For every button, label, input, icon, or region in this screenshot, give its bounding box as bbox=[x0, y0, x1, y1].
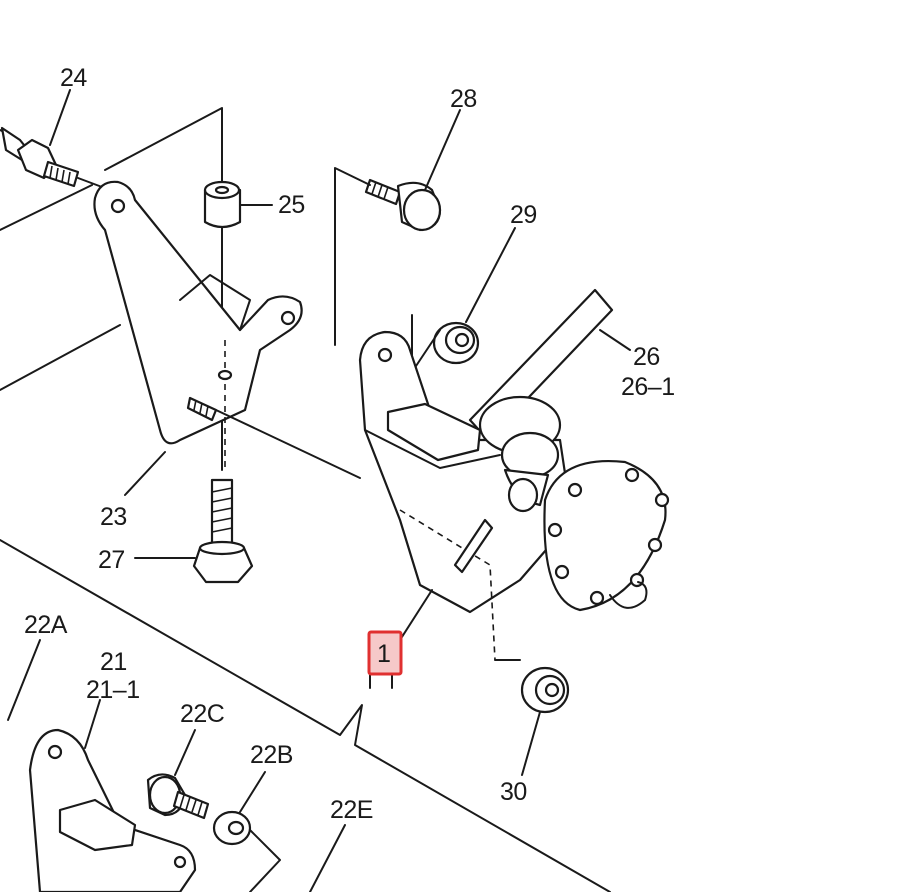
part-29-flange-nut[interactable] bbox=[411, 227, 516, 373]
callout-labels: 24 25 28 29 26 26–1 23 27 22A 21 21–1 22… bbox=[24, 64, 675, 824]
part-22b-washer[interactable] bbox=[212, 771, 281, 892]
callout-22c[interactable]: 22C bbox=[180, 700, 225, 728]
callout-22e[interactable]: 22E bbox=[330, 796, 373, 824]
callout-27[interactable]: 27 bbox=[98, 546, 125, 574]
part-22e-leader bbox=[309, 824, 346, 892]
callout-22a[interactable]: 22A bbox=[24, 611, 68, 639]
callout-26-1[interactable]: 26–1 bbox=[621, 373, 675, 401]
part-23-bracket[interactable] bbox=[93, 180, 303, 470]
callout-23[interactable]: 23 bbox=[100, 503, 127, 531]
callout-26[interactable]: 26 bbox=[633, 343, 660, 371]
part-25-spacer[interactable] bbox=[203, 180, 273, 229]
part-1-housing[interactable] bbox=[358, 330, 670, 661]
part-24-nut-rod[interactable] bbox=[0, 126, 111, 191]
callout-21-1[interactable]: 21–1 bbox=[86, 676, 140, 704]
bracket-stud bbox=[186, 396, 361, 479]
callout-22b[interactable]: 22B bbox=[250, 741, 293, 769]
callout-30[interactable]: 30 bbox=[500, 778, 527, 806]
callout-25[interactable]: 25 bbox=[278, 191, 305, 219]
part-28-flange-bolt[interactable] bbox=[334, 109, 461, 346]
part-22c-bolt[interactable] bbox=[146, 729, 210, 820]
callout-24[interactable]: 24 bbox=[60, 64, 88, 92]
callout-21[interactable]: 21 bbox=[100, 648, 127, 676]
callout-1[interactable]: 1 bbox=[377, 640, 391, 668]
callout-29[interactable]: 29 bbox=[510, 201, 537, 229]
callout-28[interactable]: 28 bbox=[450, 85, 477, 113]
part-27-bolt[interactable] bbox=[134, 478, 254, 584]
part-30-flange-nut[interactable] bbox=[494, 659, 570, 776]
part-21-lower-bracket[interactable] bbox=[7, 639, 197, 892]
item-1-highlight bbox=[367, 630, 403, 676]
